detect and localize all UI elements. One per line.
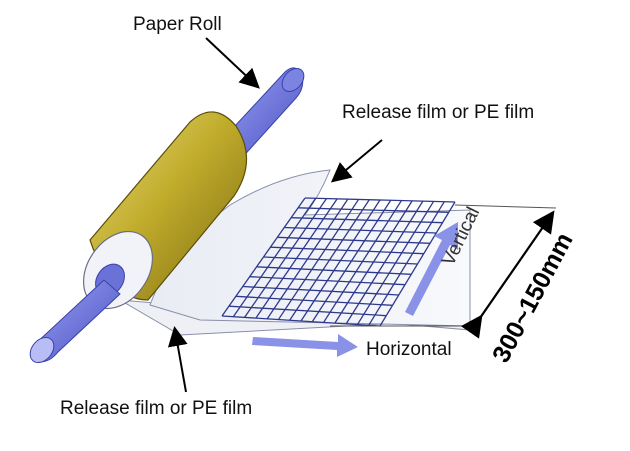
grid-line-vertical: [300, 199, 381, 322]
grid-line-vertical: [334, 200, 413, 324]
rod-end-bottom: [29, 336, 55, 364]
dimension-line: [460, 210, 555, 339]
grid-line-vertical: [221, 197, 306, 317]
grid-line-vertical: [277, 199, 360, 320]
film-top-pointer: [330, 139, 383, 183]
grid-line-vertical: [323, 200, 402, 323]
grid-line-vertical: [311, 199, 392, 323]
vertical-arrow: [405, 222, 458, 316]
grid-line-vertical: [379, 201, 456, 327]
release-film-top-label: Release film or PE film: [342, 102, 535, 123]
rod-end-top: [281, 67, 305, 93]
grid-line-vertical: [356, 201, 435, 325]
grid-line-vertical: [345, 200, 424, 325]
paper-roll-label: Paper Roll: [133, 14, 222, 35]
release-film-bottom-label: Release film or PE film: [60, 398, 253, 419]
mesh-grid: [221, 197, 456, 327]
horizontal-label: Horizontal: [366, 339, 452, 360]
horizontal-arrow: [252, 334, 358, 357]
grid-line-vertical: [266, 198, 349, 320]
grid-line-vertical: [244, 198, 327, 318]
grid-line-vertical: [232, 197, 317, 318]
edge-top-line: [454, 204, 557, 209]
grid-line-vertical: [289, 199, 370, 321]
film-bottom-pointer: [167, 326, 188, 393]
grid-line-vertical: [368, 201, 445, 326]
grid-line-vertical: [255, 198, 338, 319]
paper-roll-pointer: [205, 37, 260, 89]
